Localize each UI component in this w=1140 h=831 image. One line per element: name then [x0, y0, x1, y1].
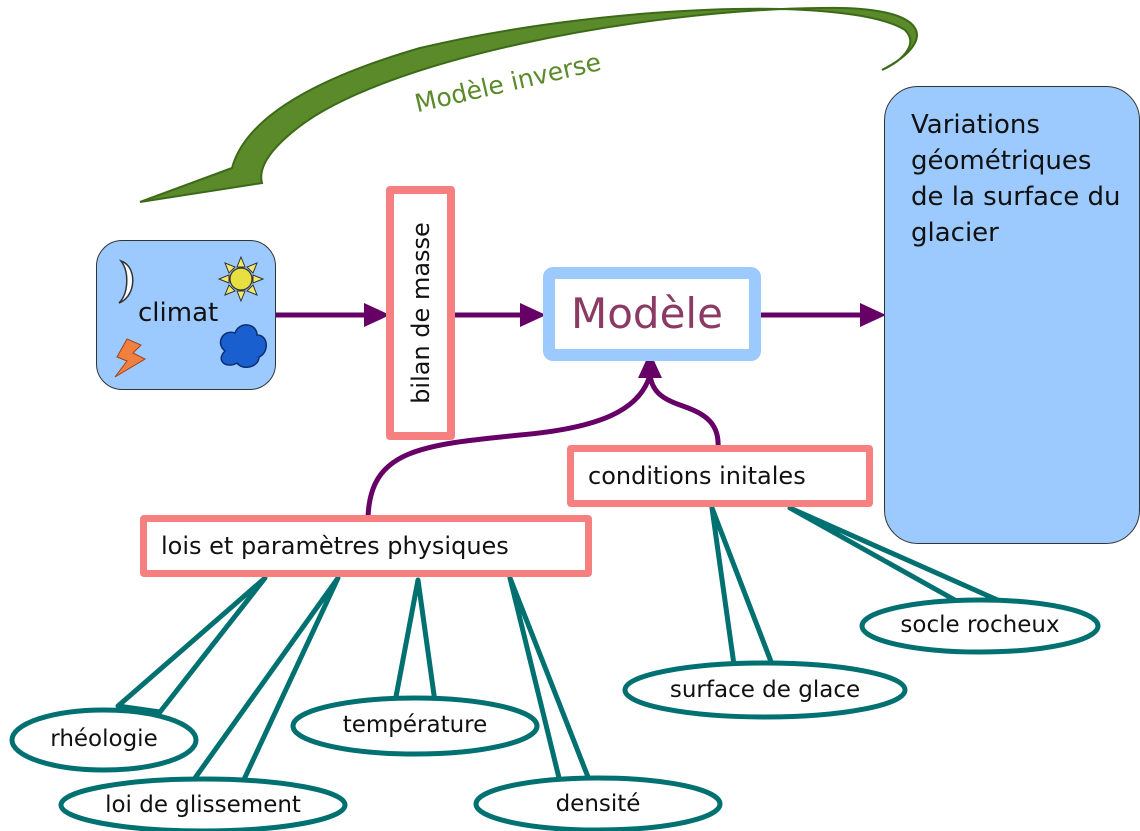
variations-title: Variations géométriques de la surface du… — [911, 110, 1121, 248]
bubble-rheologie — [9, 707, 199, 773]
lightning-icon — [114, 338, 147, 378]
flow-arrows — [276, 312, 862, 519]
bubble-temperature — [290, 695, 540, 757]
inverse-arrow — [139, 6, 918, 203]
lois-box: lois et paramètres physiques — [140, 515, 592, 577]
pointer-rheologie — [115, 575, 268, 715]
variations-box: Variations géométriques de la surface du… — [884, 86, 1140, 544]
arrowhead-bilan — [364, 303, 390, 327]
arrowhead-modele — [520, 303, 546, 327]
sun-icon — [217, 255, 265, 303]
climat-box — [96, 240, 276, 390]
conditions-label: conditions initales — [588, 462, 806, 490]
arrowhead-modele-bottom — [638, 352, 662, 378]
modele-box: Modèle — [543, 267, 761, 361]
arrow-lois-modele — [365, 374, 653, 519]
callout-rheologie: rhéologie — [50, 726, 158, 752]
moon-icon — [118, 259, 134, 304]
cloud-icon — [219, 324, 267, 368]
callout-densite: densité — [555, 791, 641, 817]
callout-pointers — [115, 505, 1005, 795]
callout-surface: surface de glace — [669, 677, 861, 703]
bubble-densite — [473, 775, 723, 831]
arrowhead-variations — [860, 303, 886, 327]
callout-socle: socle rocheux — [900, 612, 1060, 638]
pointer-glissement — [182, 575, 341, 795]
callout-temperature: température — [342, 712, 488, 738]
bubble-glissement — [58, 776, 348, 831]
bubble-socle — [859, 597, 1101, 655]
climat-icons — [114, 255, 267, 378]
climat-label: climat — [138, 298, 219, 328]
arrow-cond-modele — [647, 374, 721, 449]
pointer-densite — [507, 575, 593, 785]
pointer-surface — [709, 505, 778, 675]
modele-label: Modèle — [571, 289, 723, 338]
pointer-temperature — [392, 577, 438, 705]
callout-glissement: loi de glissement — [105, 792, 301, 818]
bubble-surface — [622, 660, 908, 720]
bilan-label: bilan de masse — [406, 222, 435, 404]
arrow-heads — [364, 303, 886, 378]
callout-bubbles — [9, 597, 1101, 831]
conditions-box: conditions initales — [567, 445, 873, 507]
lois-label: lois et paramètres physiques — [161, 532, 509, 560]
bilan-box: bilan de masse — [386, 186, 455, 440]
